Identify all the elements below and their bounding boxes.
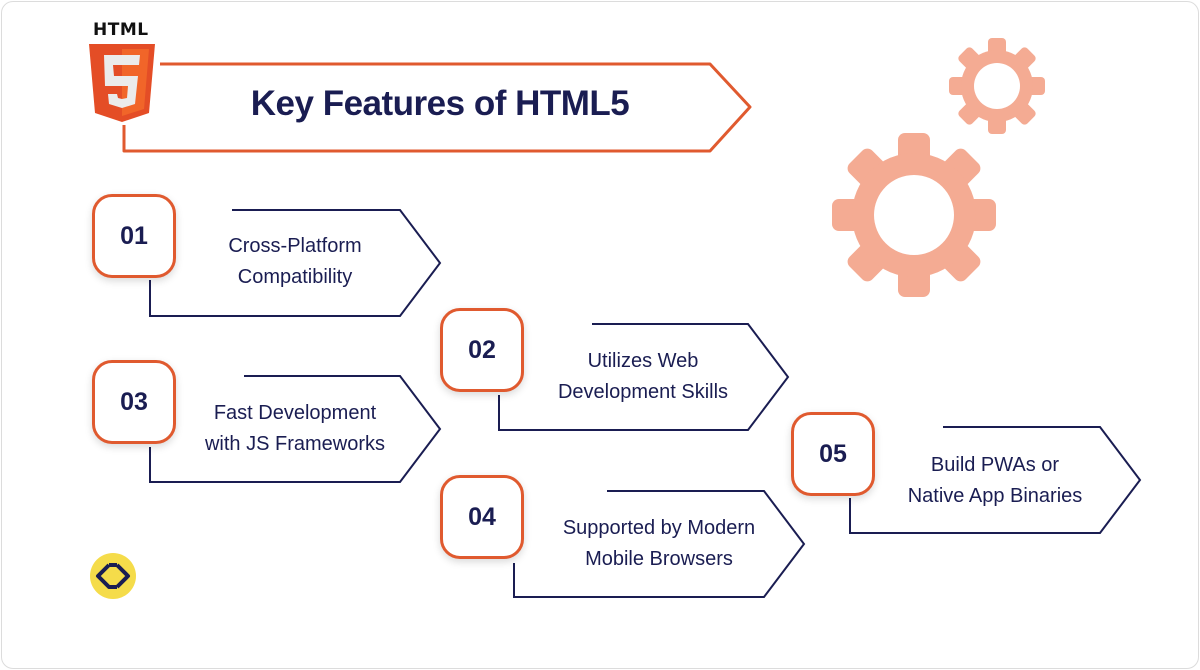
gear-large-icon <box>832 133 996 297</box>
feature-number-05: 05 <box>791 412 875 496</box>
title-banner <box>122 62 752 153</box>
feature-number-04: 04 <box>440 475 524 559</box>
gear-small-icon <box>949 38 1045 134</box>
feature-label-line: Build PWAs or <box>930 454 1060 476</box>
feature-label-01: Cross-Platform Compatibility <box>170 231 420 293</box>
feature-label-line: Cross-Platform <box>228 235 362 257</box>
html-logo-text: HTML <box>93 20 149 40</box>
feature-label-03: Fast Development with JS Frameworks <box>170 398 420 460</box>
feature-label-04: Supported by Modern Mobile Browsers <box>530 513 788 575</box>
html5-shield-icon <box>89 44 155 122</box>
feature-arrow-02 <box>498 323 790 431</box>
feature-arrow-01 <box>149 209 442 317</box>
feature-arrow-03 <box>149 375 442 483</box>
brand-logo-icon <box>90 553 136 599</box>
feature-label-02: Utilizes Web Development Skills <box>520 346 766 408</box>
feature-label-line: Compatibility <box>237 266 353 288</box>
page-title: Key Features of HTML5 <box>250 84 630 123</box>
feature-label-line: Development Skills <box>557 381 729 403</box>
feature-number-02: 02 <box>440 308 524 392</box>
feature-label-line: Utilizes Web <box>587 350 699 372</box>
feature-label-line: with JS Frameworks <box>204 433 386 455</box>
feature-label-05: Build PWAs or Native App Binaries <box>870 450 1120 512</box>
feature-arrow-04 <box>513 490 806 598</box>
feature-number-01: 01 <box>92 194 176 278</box>
feature-label-line: Fast Development <box>213 402 377 424</box>
feature-number-03: 03 <box>92 360 176 444</box>
feature-label-line: Native App Binaries <box>907 485 1083 507</box>
feature-label-line: Supported by Modern <box>562 517 756 539</box>
feature-label-line: Mobile Browsers <box>585 548 733 570</box>
feature-arrow-05 <box>849 426 1142 534</box>
